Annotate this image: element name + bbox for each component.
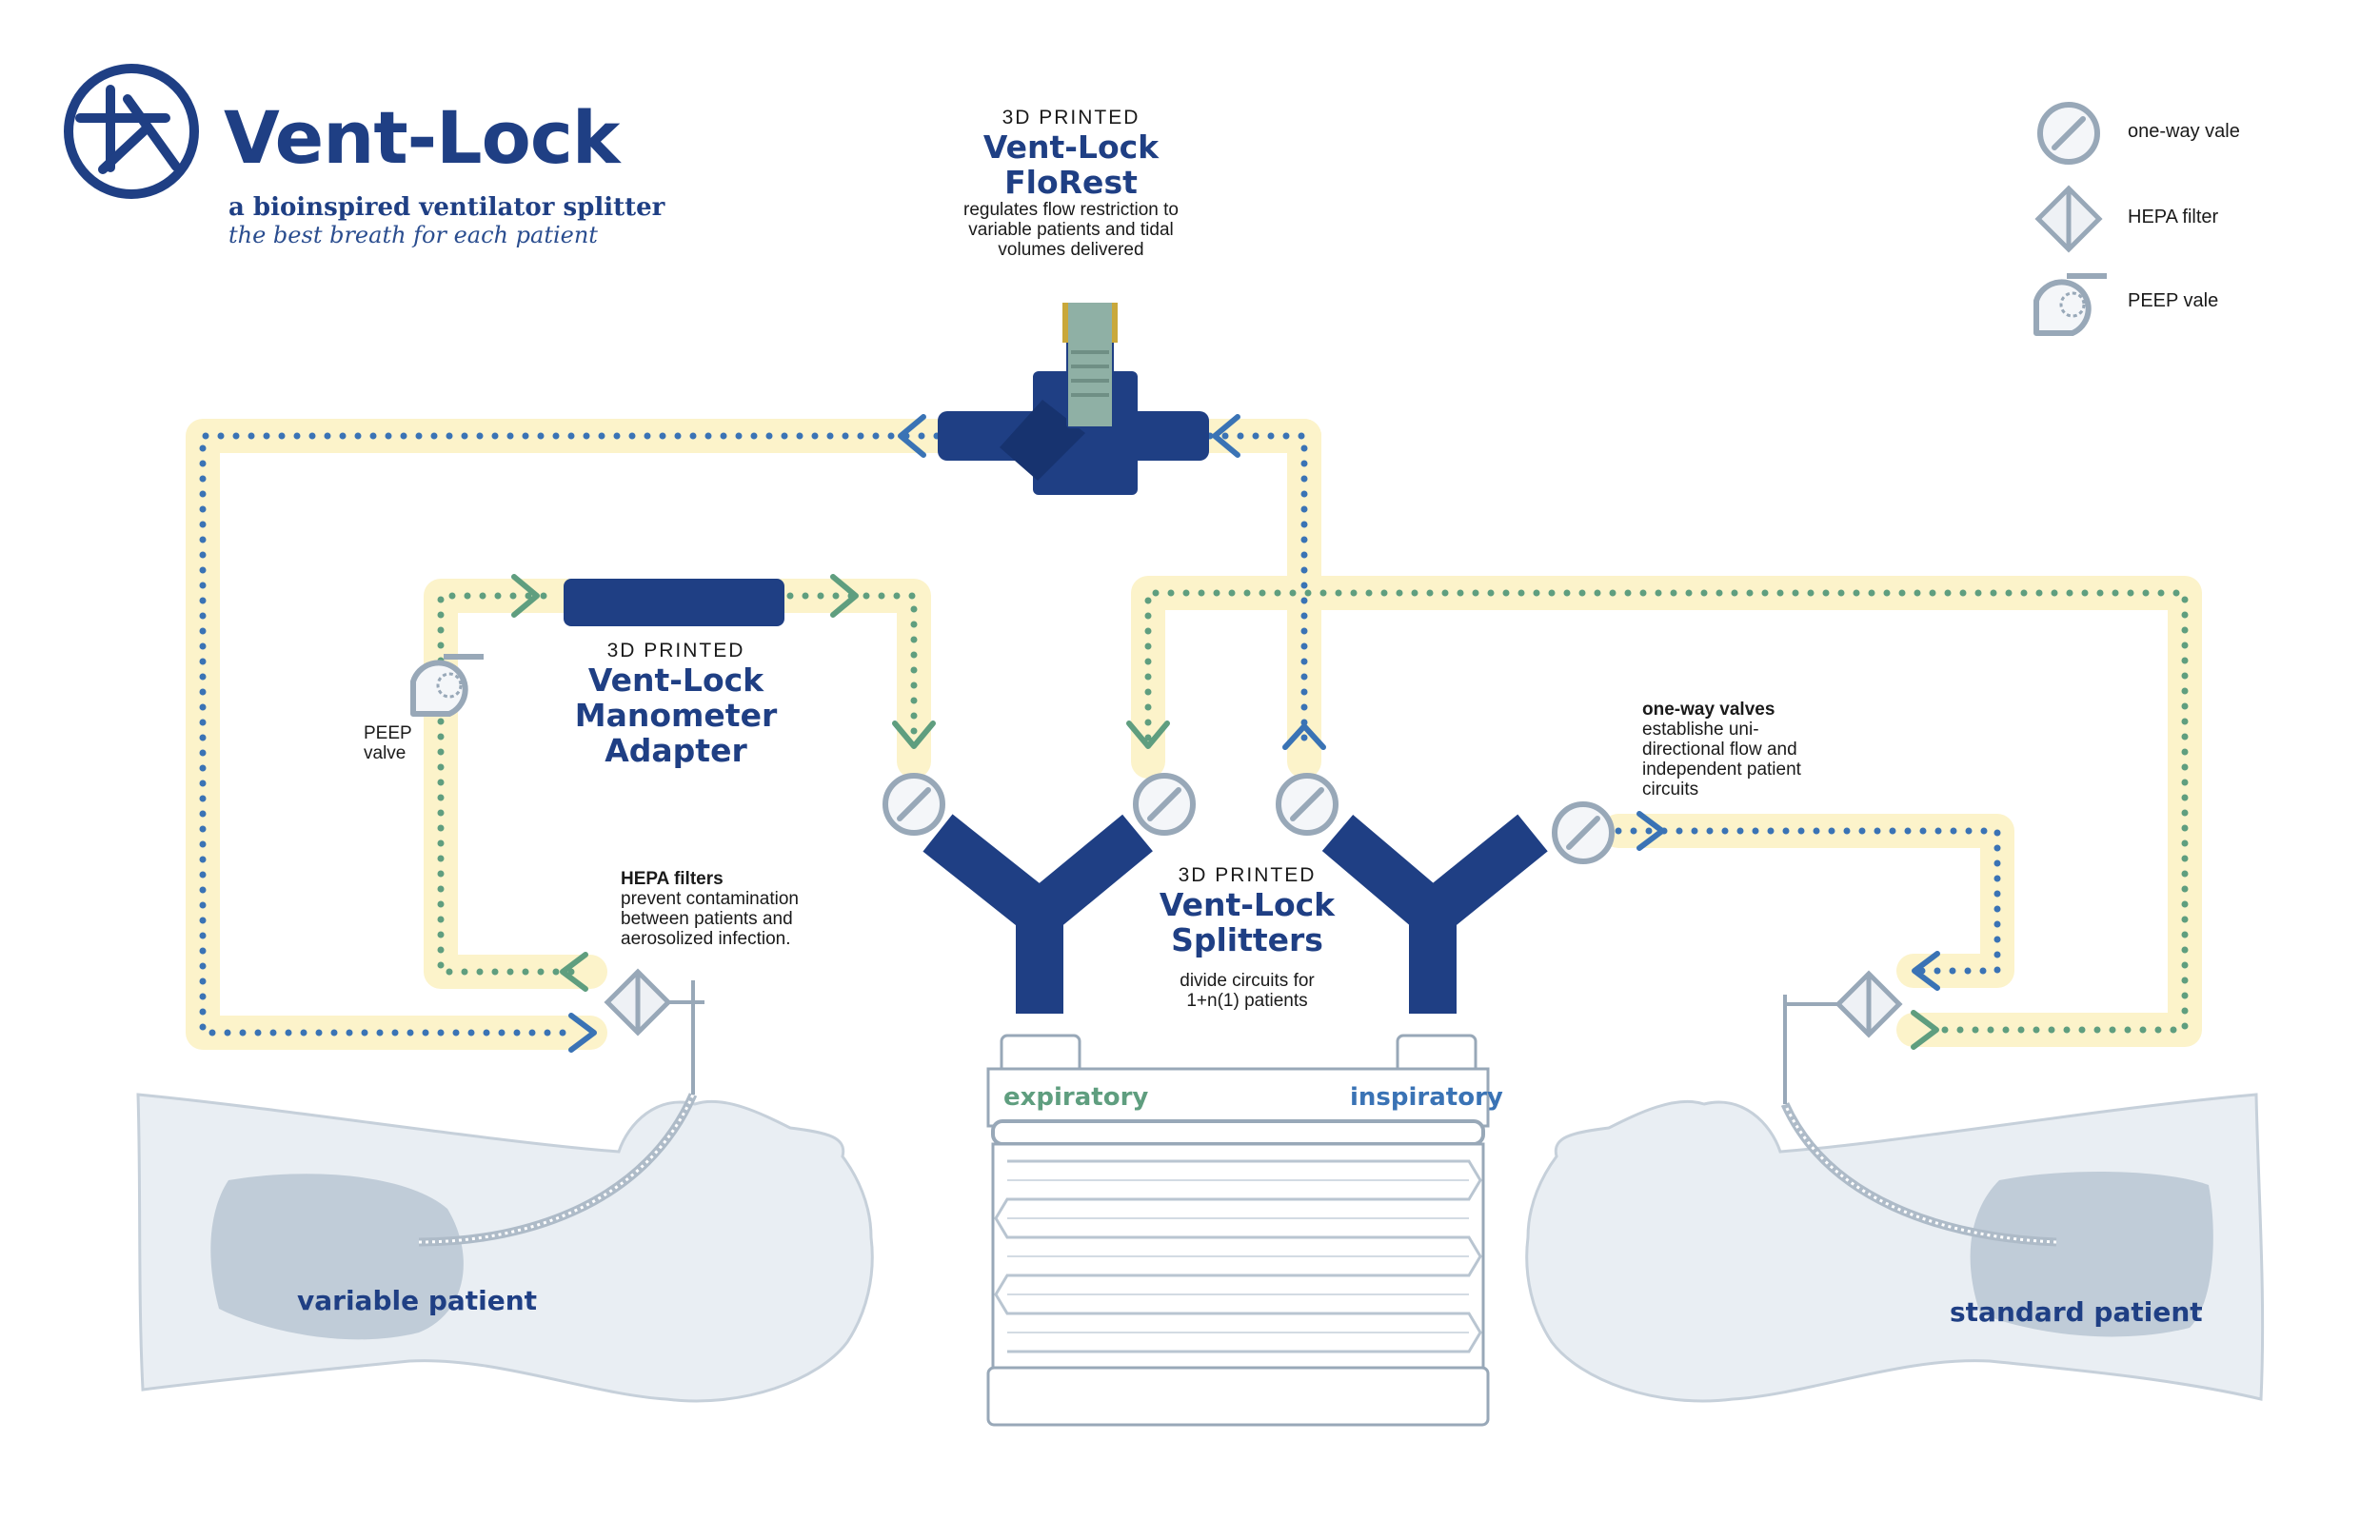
peep-valve-label: PEEP valve <box>364 723 412 763</box>
brand-title: Vent-Lock <box>224 95 620 180</box>
oneway-callout-3: independent patient <box>1642 760 1801 780</box>
inspiratory-label: inspiratory <box>1350 1083 1503 1112</box>
splitters-desc-2: 1+n(1) patients <box>1186 991 1308 1011</box>
ventilator-machine <box>986 1034 1490 1427</box>
legend-hepa-filter: HEPA filter <box>2128 207 2219 227</box>
peep-label-2: valve <box>364 743 407 763</box>
standard-patient-label: standard patient <box>1950 1296 2203 1328</box>
florest-desc-2: variable patients and tidal <box>968 220 1174 240</box>
one-way-valve-icon <box>1555 804 1612 861</box>
brand-tagline: a bioinspired ventilator splitter <box>228 193 665 222</box>
inspiratory-flow-lines <box>199 432 2001 1037</box>
hepa-callout-1: prevent contamination <box>621 889 799 909</box>
splitters-name-2: Splitters <box>1171 921 1323 958</box>
florest-pre: 3D PRINTED <box>1002 107 1140 128</box>
hepa-filter-icon <box>607 972 704 1033</box>
florest-name-2: FloRest <box>1004 164 1138 201</box>
variable-patient-body <box>136 980 874 1403</box>
splitters-desc-1: divide circuits for <box>1180 971 1315 991</box>
oneway-callout-title: one-way valves <box>1642 700 1775 720</box>
hepa-filter-icon <box>1785 974 1899 1035</box>
splitters-name-1: Vent-Lock <box>1159 886 1336 923</box>
hepa-callout-2: between patients and <box>621 909 793 929</box>
manometer-label: 3D PRINTED Vent-Lock Manometer Adapter <box>533 640 819 768</box>
splitters-pre: 3D PRINTED <box>1178 864 1317 886</box>
manometer-name-3: Adapter <box>605 732 747 769</box>
manometer-pre: 3D PRINTED <box>606 640 745 661</box>
manometer-name-1: Vent-Lock <box>587 661 764 699</box>
manometer-name-2: Manometer <box>574 697 778 734</box>
hepa-callout-3: aerosolized infection. <box>621 929 791 949</box>
florest-desc-1: regulates flow restriction to <box>963 200 1179 220</box>
florest-desc-3: volumes delivered <box>998 240 1144 260</box>
vent-lock-logo-icon <box>64 64 199 199</box>
oneway-callout: one-way valves establishe uni- direction… <box>1642 700 1801 800</box>
standard-patient-body <box>1525 995 2265 1403</box>
hepa-filter-icon <box>2038 188 2099 249</box>
florest-label: 3D PRINTED Vent-Lock FloRest regulates f… <box>895 107 1247 260</box>
splitter-left <box>922 814 1153 1014</box>
peep-valve-icon <box>413 657 484 714</box>
variable-patient-label: variable patient <box>297 1285 538 1316</box>
legend-one-way-valve: one-way vale <box>2128 121 2240 142</box>
florest-valve <box>938 303 1209 495</box>
one-way-valve-icon <box>1136 776 1193 833</box>
brand-subtitle: the best breath for each patient <box>228 222 598 248</box>
one-way-valve-icon <box>1279 776 1336 833</box>
oneway-callout-2: directional flow and <box>1642 740 1797 760</box>
one-way-valve-icon <box>2040 105 2097 162</box>
expiratory-label: expiratory <box>1003 1083 1149 1112</box>
oneway-callout-4: circuits <box>1642 780 1699 800</box>
splitters-label: 3D PRINTED Vent-Lock Splitters divide ci… <box>1104 864 1390 1011</box>
one-way-valve-icon <box>885 776 942 833</box>
florest-name-1: Vent-Lock <box>982 128 1160 166</box>
flow-arrows <box>511 414 1940 1053</box>
expiratory-flow-lines <box>437 589 2189 1034</box>
peep-label-1: PEEP <box>364 723 412 743</box>
legend-peep-valve: PEEP vale <box>2128 290 2219 311</box>
splitter-right <box>1321 814 1548 1014</box>
hepa-callout-title: HEPA filters <box>621 869 724 889</box>
hepa-callout: HEPA filters prevent contamination betwe… <box>621 869 799 949</box>
oneway-callout-1: establishe uni- <box>1642 720 1759 740</box>
manometer-adapter <box>564 579 784 626</box>
peep-valve-icon <box>2036 276 2107 333</box>
